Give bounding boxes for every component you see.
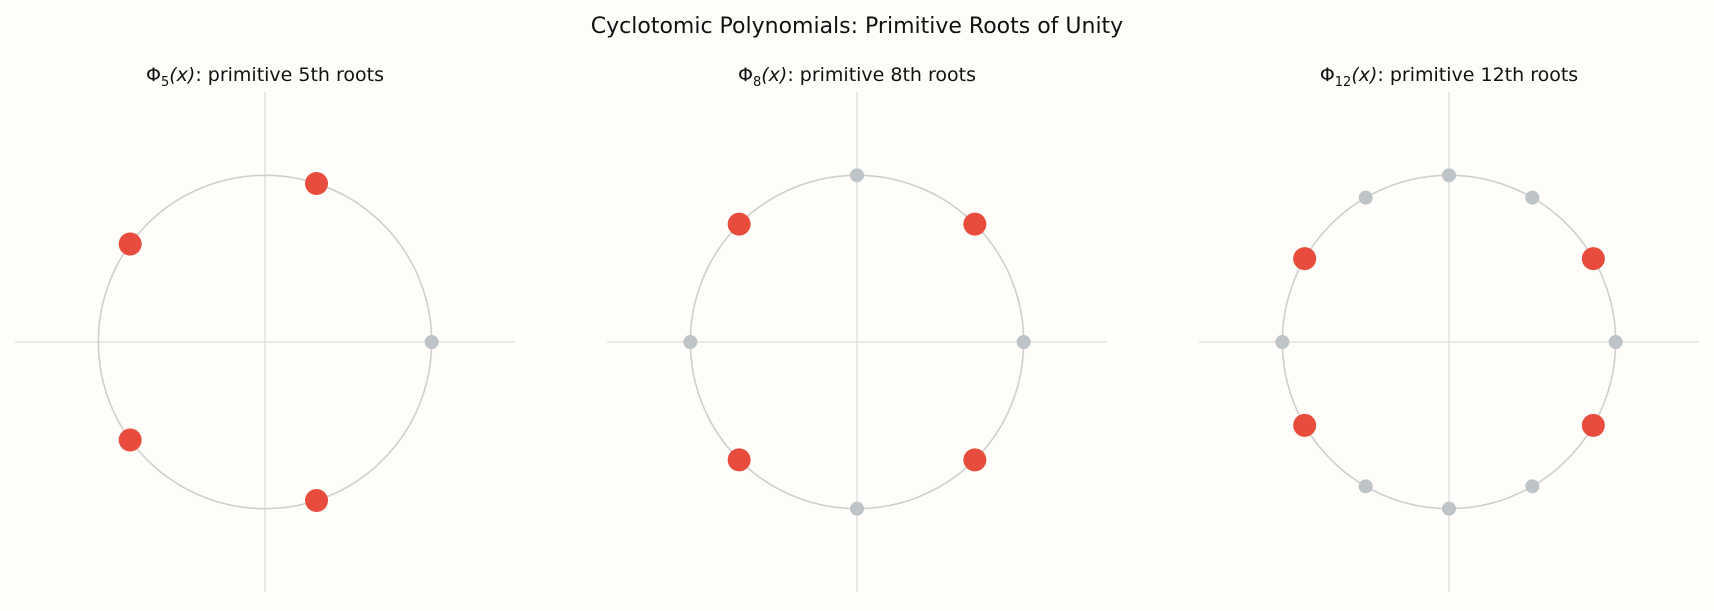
non-primitive-root-k8 xyxy=(1358,479,1373,494)
non-primitive-root-k3 xyxy=(1442,168,1456,183)
non-primitive-root-k9 xyxy=(1442,501,1456,516)
primitive-root-k7 xyxy=(963,448,987,472)
primitive-root-k5 xyxy=(1293,247,1317,271)
non-primitive-root-k0 xyxy=(424,335,439,349)
non-primitive-root-k4 xyxy=(1358,190,1373,205)
primitive-root-k1 xyxy=(1581,247,1605,271)
panel-title-subscript: 12 xyxy=(1335,75,1352,90)
panel-title-arg: (x) xyxy=(169,64,195,86)
panel-title-subscript: 8 xyxy=(753,75,761,90)
panel-title-subscript: 5 xyxy=(161,75,169,90)
panel-title-arg: (x) xyxy=(1351,64,1377,86)
panel-title: Φ8(x): primitive 8th roots xyxy=(738,64,976,90)
non-primitive-root-k6 xyxy=(1275,335,1290,349)
panel-title-symbol: Φ xyxy=(146,64,161,86)
primitive-root-k1 xyxy=(305,171,329,195)
non-primitive-root-k6 xyxy=(850,501,864,516)
primitive-root-k3 xyxy=(727,212,751,236)
figure-title: Cyclotomic Polynomials: Primitive Roots … xyxy=(591,14,1123,39)
panel-title: Φ5(x): primitive 5th roots xyxy=(146,64,384,90)
primitive-root-k1 xyxy=(963,212,987,236)
panel-title-symbol: Φ xyxy=(738,64,753,86)
non-primitive-root-k4 xyxy=(683,335,698,349)
panel-title: Φ12(x): primitive 12th roots xyxy=(1320,64,1578,90)
panel-title-suffix: : primitive 8th roots xyxy=(787,64,976,86)
panel-title-suffix: : primitive 5th roots xyxy=(195,64,384,86)
panel-phi-5: Φ5(x): primitive 5th roots xyxy=(15,64,515,592)
primitive-root-k4 xyxy=(305,489,329,513)
primitive-root-k11 xyxy=(1581,413,1605,437)
panel-phi-8: Φ8(x): primitive 8th roots xyxy=(607,64,1107,592)
panel-title-symbol: Φ xyxy=(1320,64,1335,86)
primitive-root-k3 xyxy=(118,428,142,452)
primitive-root-k5 xyxy=(727,448,751,472)
panel-title-arg: (x) xyxy=(761,64,787,86)
non-primitive-root-k10 xyxy=(1525,479,1540,494)
non-primitive-root-k2 xyxy=(1525,190,1540,205)
non-primitive-root-k0 xyxy=(1608,335,1623,349)
non-primitive-root-k0 xyxy=(1016,335,1031,349)
panel-phi-12: Φ12(x): primitive 12th roots xyxy=(1199,64,1699,592)
primitive-root-k2 xyxy=(118,232,142,256)
panel-title-suffix: : primitive 12th roots xyxy=(1377,64,1578,86)
non-primitive-root-k2 xyxy=(850,168,864,183)
primitive-root-k7 xyxy=(1293,413,1317,437)
